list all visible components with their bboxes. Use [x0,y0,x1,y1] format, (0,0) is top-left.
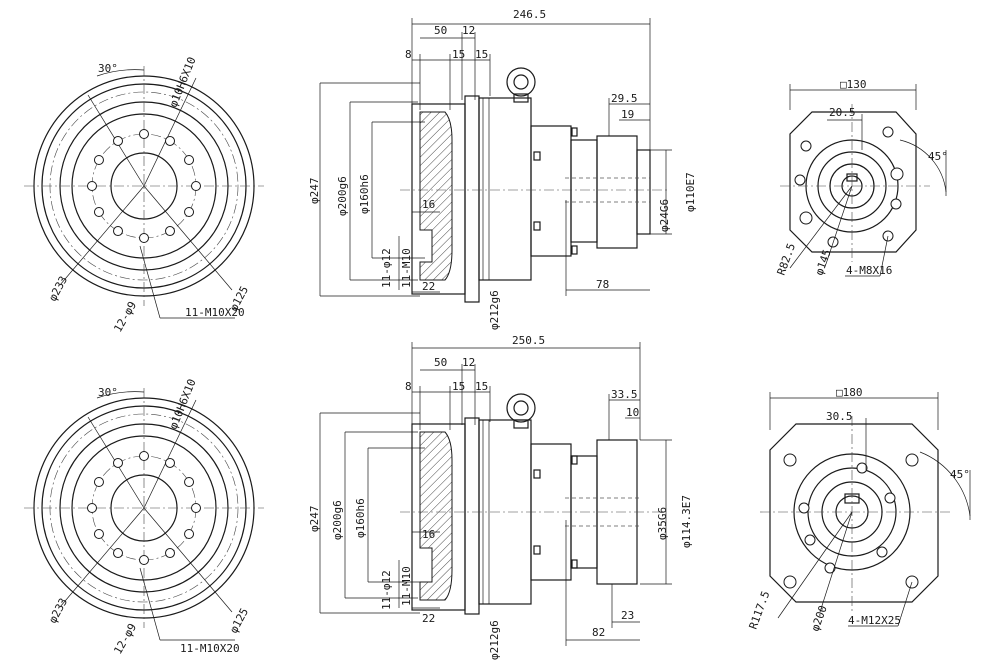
bottom-side-view [319,342,672,646]
bolt-hole [93,155,104,165]
bolt-hole [165,457,175,468]
top-flange-outer: φ233 [46,274,70,304]
bottom-d12: 12 [462,356,475,369]
bolt-hole [184,477,195,487]
top-d8: 8 [405,48,412,61]
bolt-hole [165,226,175,237]
bolt-hole [87,503,97,513]
bolt-hole [93,529,104,539]
bolt-hole [139,451,149,461]
bottom-phi35: φ35G6 [656,507,669,540]
top-flange-thread: 11-M10X20 [185,306,245,319]
bottom-d23: 23 [621,609,634,622]
top-side-view [319,18,672,303]
top-phi200: φ200g6 [336,176,349,216]
top-end-angle: 45° [928,150,948,163]
bottom-end-phi200: φ200 [809,604,830,633]
bottom-d11-12: 11-φ12 [380,570,393,610]
bottom-phi212: φ212g6 [488,620,501,660]
bolt-hole [165,548,175,559]
top-flange-angle: 30° [98,62,118,75]
bottom-end-radius: R117.5 [747,589,773,631]
bolt-hole [139,233,149,243]
bottom-d15a: 15 [452,380,465,393]
bolt-hole [139,555,149,565]
bottom-d22: 22 [422,612,435,625]
top-d15b: 15 [475,48,488,61]
top-phi110: φ110E7 [684,172,697,212]
bottom-end-view [760,392,971,627]
bottom-end-d30-5: 30.5 [826,410,853,423]
bottom-flange-outer: φ233 [46,596,70,626]
top-d78: 78 [596,278,609,291]
bolt-hole [184,529,195,539]
top-flange-holes [87,129,201,243]
bolt-hole [113,135,123,146]
top-end-square: □130 [840,78,867,91]
top-end-radius: R82.5 [775,241,799,277]
bolt-hole [191,503,201,513]
top-flange-view [24,66,264,319]
bottom-phi247: φ247 [308,506,321,533]
bolt-hole [113,226,123,237]
bolt-hole [184,155,195,165]
bottom-length-total: 250.5 [512,334,545,347]
bolt-hole [113,548,123,559]
bottom-phi114: φ114.3E7 [680,495,693,548]
bottom-end-square: □180 [836,386,863,399]
top-phi212: φ212g6 [488,290,501,330]
top-d50: 50 [434,24,447,37]
bolt-hole [139,129,149,139]
bolt-hole [93,477,104,487]
bottom-d16: 16 [422,528,435,541]
top-end-thread: 4-M8X16 [846,264,892,277]
bolt-hole [113,457,123,468]
top-end-view [780,84,947,277]
top-d11-12: 11-φ12 [380,248,393,288]
bottom-d8: 8 [405,380,412,393]
top-d16: 16 [422,198,435,211]
top-length-total: 246.5 [513,8,546,21]
top-phi160: φ160h6 [358,174,371,214]
bolt-hole [191,181,201,191]
top-end-d20-5: 20.5 [829,106,856,119]
bottom-phi160: φ160h6 [354,498,367,538]
bottom-d15b: 15 [475,380,488,393]
bottom-d50: 50 [434,356,447,369]
top-d19: 19 [621,108,634,121]
bottom-flange-holes [87,451,201,565]
bottom-flange-view [24,388,264,641]
bottom-flange-holes-label: 12-φ9 [111,621,139,656]
top-phi247: φ247 [308,178,321,205]
bottom-end-angle: 45° [950,468,970,481]
top-d29-5: 29.5 [611,92,638,105]
bolt-hole [165,135,175,146]
top-phi24: φ24G6 [658,199,671,232]
bottom-d82: 82 [592,626,605,639]
bolt-hole [184,207,195,217]
bottom-phi200: φ200g6 [331,500,344,540]
bottom-flange-thread: 11-M10X20 [180,642,240,655]
top-d22: 22 [422,280,435,293]
top-d12: 12 [462,24,475,37]
bottom-flange-angle: 30° [98,386,118,399]
bottom-d33-5: 33.5 [611,388,638,401]
bottom-d10: 10 [626,406,639,419]
bottom-m10: 11-M10 [400,566,413,606]
bolt-hole [87,181,97,191]
top-m10: 11-M10 [400,248,413,288]
top-d15a: 15 [452,48,465,61]
bottom-end-thread: 4-M12X25 [848,614,901,627]
top-flange-holes-label: 12-φ9 [111,299,139,334]
bolt-hole [93,207,104,217]
